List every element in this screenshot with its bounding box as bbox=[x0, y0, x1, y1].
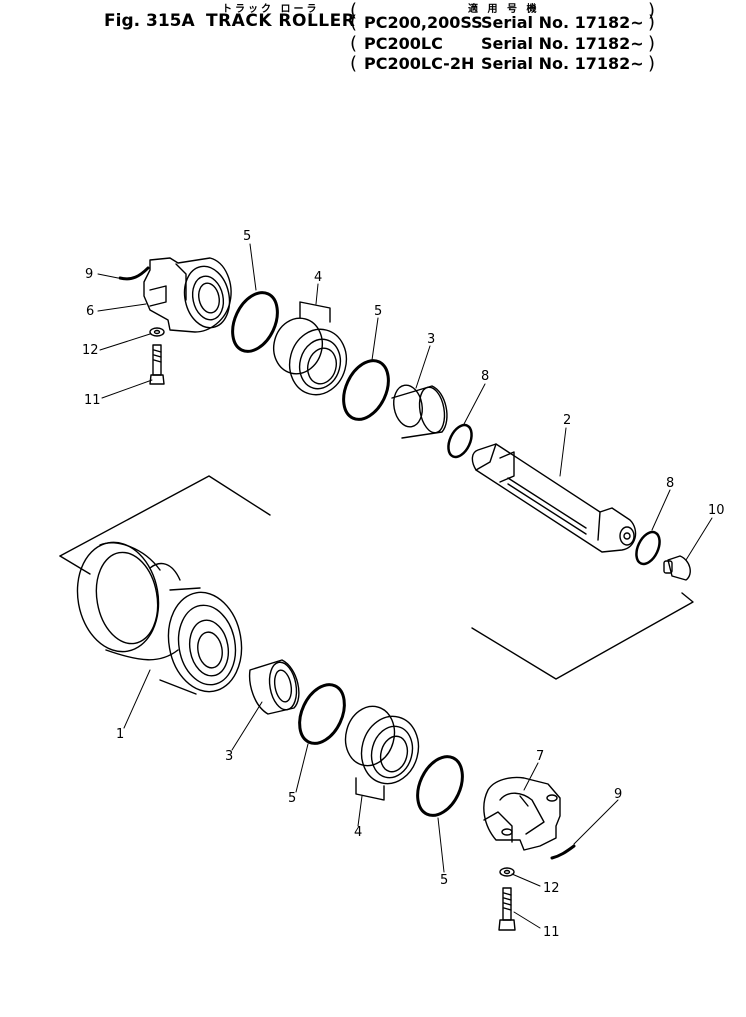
title-kana: トラック ローラ bbox=[222, 4, 320, 15]
end-collar-lower-icon bbox=[483, 776, 561, 851]
paren-open-icon: ( bbox=[350, 0, 358, 21]
callout-9: 9 bbox=[85, 267, 93, 282]
callout-4: 4 bbox=[314, 270, 322, 285]
callout-12: 12 bbox=[82, 343, 99, 358]
pin-upper-icon bbox=[118, 266, 150, 281]
model-name: PC200LC bbox=[364, 34, 443, 53]
paren-close-icon: ) bbox=[648, 12, 656, 33]
paren-close-icon: ) bbox=[648, 33, 656, 54]
pin-lower-icon bbox=[550, 844, 576, 860]
floating-seal-lower-icon bbox=[344, 705, 420, 801]
o-ring-icon bbox=[416, 755, 464, 817]
o-ring-icon bbox=[231, 291, 279, 353]
bushing-lower-icon bbox=[248, 659, 300, 715]
callout-5: 5 bbox=[288, 791, 296, 806]
callout-2: 2 bbox=[563, 413, 571, 428]
model-name: PC200LC-2H bbox=[364, 54, 475, 73]
model-name: PC200,200SS bbox=[364, 13, 483, 32]
floating-seal-upper-icon bbox=[273, 301, 348, 396]
figure-number: Fig. 315A bbox=[104, 11, 195, 31]
serial-range: Serial No. 17182~ bbox=[481, 13, 644, 32]
serial-range: Serial No. 17182~ bbox=[481, 34, 644, 53]
small-o-ring-icon bbox=[447, 423, 473, 459]
o-ring-icon bbox=[342, 359, 390, 421]
callout-10: 10 bbox=[708, 503, 725, 518]
callout-11: 11 bbox=[543, 925, 560, 940]
track-roller-icon bbox=[76, 541, 243, 695]
o-ring-icon bbox=[298, 683, 346, 745]
applicability-kana: 適 用 号 機 bbox=[468, 4, 540, 15]
callout-11: 11 bbox=[84, 393, 101, 408]
serial-range: Serial No. 17182~ bbox=[481, 54, 644, 73]
callout-5: 5 bbox=[440, 873, 448, 888]
paren-close-icon: ) bbox=[648, 0, 656, 21]
plug-icon bbox=[663, 555, 691, 581]
paren-open-icon: ( bbox=[350, 33, 358, 54]
callout-4: 4 bbox=[354, 825, 362, 840]
callout-12: 12 bbox=[543, 881, 560, 896]
callout-5: 5 bbox=[243, 229, 251, 244]
paren-open-icon: ( bbox=[350, 12, 358, 33]
shaft-icon bbox=[471, 443, 637, 553]
bushing-upper-icon bbox=[391, 384, 448, 439]
assembly-outline bbox=[59, 475, 694, 680]
paren-close-icon: ) bbox=[648, 53, 656, 74]
paren-open-icon: ( bbox=[350, 53, 358, 74]
bolt-lower-icon bbox=[498, 887, 516, 931]
callout-3: 3 bbox=[225, 749, 233, 764]
leader-lines bbox=[97, 243, 713, 929]
end-collar-upper-icon bbox=[143, 257, 232, 333]
bolt-upper-icon bbox=[149, 344, 165, 385]
callout-6: 6 bbox=[86, 304, 94, 319]
callout-3: 3 bbox=[427, 332, 435, 347]
callout-5: 5 bbox=[374, 304, 382, 319]
callout-8: 8 bbox=[666, 476, 674, 491]
figure-title: TRACK ROLLER bbox=[206, 11, 356, 31]
callout-9: 9 bbox=[614, 787, 622, 802]
callout-numbers: 5 4 9 6 12 11 5 3 8 2 8 10 1 3 5 4 5 7 9… bbox=[82, 229, 725, 940]
callout-1: 1 bbox=[116, 727, 124, 742]
washer-lower-icon bbox=[499, 867, 515, 877]
callout-7: 7 bbox=[536, 749, 544, 764]
washer-upper-icon bbox=[149, 327, 165, 337]
small-o-ring-icon bbox=[635, 530, 661, 566]
callout-8: 8 bbox=[481, 369, 489, 384]
